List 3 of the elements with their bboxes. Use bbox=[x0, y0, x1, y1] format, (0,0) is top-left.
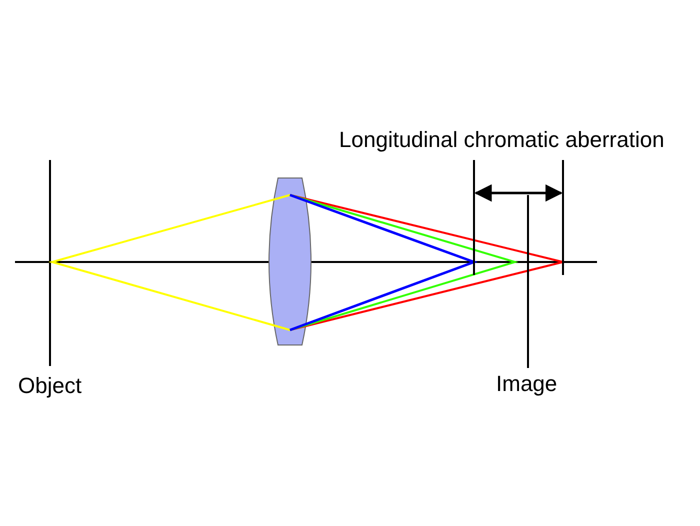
dimension-label: Longitudinal chromatic aberration bbox=[339, 127, 664, 153]
object-label: Object bbox=[18, 373, 82, 399]
image-label: Image bbox=[496, 371, 558, 397]
